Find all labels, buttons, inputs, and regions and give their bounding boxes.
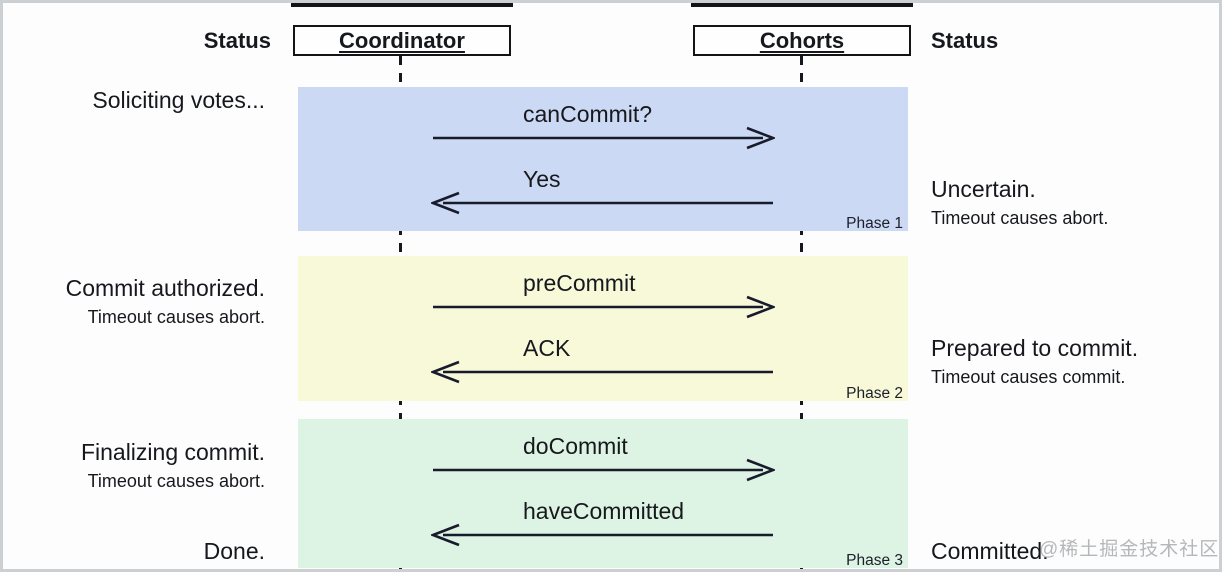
message-label-havecommitted: haveCommitted [523,498,685,524]
right-status-phase2: Prepared to commit. Timeout causes commi… [931,335,1138,388]
message-label-ack: ACK [523,335,571,361]
message-label-yes: Yes [523,166,561,192]
status-column-header-left: Status [203,28,271,53]
right-status-phase3: Committed. [931,538,1049,564]
arrow-right-icon [433,126,775,150]
watermark: @稀土掘金技术社区 [1039,539,1220,560]
right-status-phase1: Uncertain. Timeout causes abort. [931,176,1108,229]
arrow-left-icon [431,360,773,384]
left-status-done: Done. [204,538,265,564]
phase1-band: canCommit? Yes Phase 1 [298,87,908,232]
status-subtext: Timeout causes abort. [931,208,1109,228]
status-column-header-right: Status [931,28,999,53]
status-text: Done. [203,538,265,564]
left-status-phase1: Soliciting votes... [92,87,265,113]
status-subtext: Timeout causes abort. [87,471,265,491]
phase3-band: doCommit haveCommitted Phase 3 [298,419,908,569]
phase1-label: Phase 1 [846,215,903,232]
status-text: Finalizing commit. [80,439,265,465]
arrow-right-icon [433,295,775,319]
cohorts-label: Cohorts [759,27,845,53]
arrow-left-icon [431,523,773,547]
status-text: Uncertain. [931,176,1036,202]
phase2-label: Phase 2 [846,385,903,402]
phase3-label: Phase 3 [846,552,903,569]
status-text: Committed. [931,538,1049,564]
status-text: Soliciting votes... [92,87,265,113]
message-label-cancommit: canCommit? [523,101,653,127]
top-crop-bar-left [291,3,513,7]
left-status-phase2: Commit authorized. Timeout causes abort. [66,275,265,328]
arrow-right-icon [433,458,775,482]
status-subtext: Timeout causes commit. [931,367,1126,387]
cohorts-box: Cohorts [693,25,911,56]
message-label-docommit: doCommit [523,433,628,459]
top-crop-bar-right [691,3,913,7]
status-text: Commit authorized. [65,275,265,301]
status-text: Prepared to commit. [931,335,1139,361]
coordinator-box: Coordinator [293,25,511,56]
status-subtext: Timeout causes abort. [87,307,265,327]
coordinator-label: Coordinator [339,27,465,53]
phase2-band: preCommit ACK Phase 2 [298,256,908,402]
left-status-phase3: Finalizing commit. Timeout causes abort. [81,439,265,492]
message-label-precommit: preCommit [523,270,636,296]
arrow-left-icon [431,191,773,215]
